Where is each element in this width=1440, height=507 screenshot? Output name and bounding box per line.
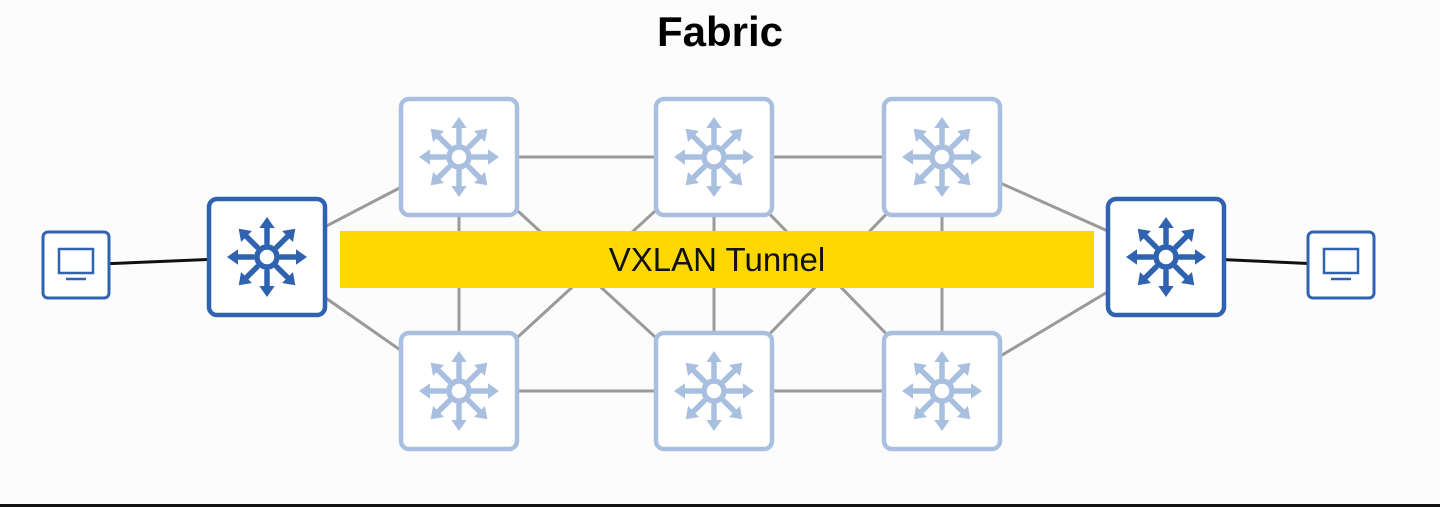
switch-arrows-icon <box>674 351 754 431</box>
fabric-switch-top-1 <box>398 96 520 218</box>
switch-box <box>653 330 775 452</box>
fabric-switch-top-3 <box>881 96 1003 218</box>
monitor-icon <box>1322 247 1360 281</box>
diagram-title: Fabric <box>656 8 784 55</box>
vxlan-tunnel-label: VXLAN Tunnel <box>608 240 826 278</box>
switch-arrows-icon <box>674 117 754 197</box>
host-left <box>41 230 111 300</box>
switch-arrows-icon <box>419 117 499 197</box>
edge-switch-left <box>206 196 328 318</box>
host-box <box>41 230 111 300</box>
switch-arrows-icon <box>419 351 499 431</box>
switch-box <box>881 330 1003 452</box>
switch-box <box>1105 196 1227 318</box>
switch-box <box>206 196 328 318</box>
fabric-switch-top-2 <box>653 96 775 218</box>
edge-switch-right <box>1105 196 1227 318</box>
fabric-switch-bottom-3 <box>881 330 1003 452</box>
switch-box <box>653 96 775 218</box>
switch-arrows-icon <box>902 117 982 197</box>
switch-arrows-icon <box>227 217 307 297</box>
bottom-divider <box>0 504 1440 507</box>
nodes-layer <box>41 96 1376 452</box>
fabric-switch-bottom-2 <box>653 330 775 452</box>
switch-arrows-icon <box>902 351 982 431</box>
switch-arrows-icon <box>1126 217 1206 297</box>
switch-box <box>881 96 1003 218</box>
host-box <box>1306 230 1376 300</box>
host-right <box>1306 230 1376 300</box>
switch-box <box>398 330 520 452</box>
monitor-icon <box>57 247 95 281</box>
vxlan-tunnel-bar <box>340 231 1094 288</box>
switch-box <box>398 96 520 218</box>
fabric-switch-bottom-1 <box>398 330 520 452</box>
